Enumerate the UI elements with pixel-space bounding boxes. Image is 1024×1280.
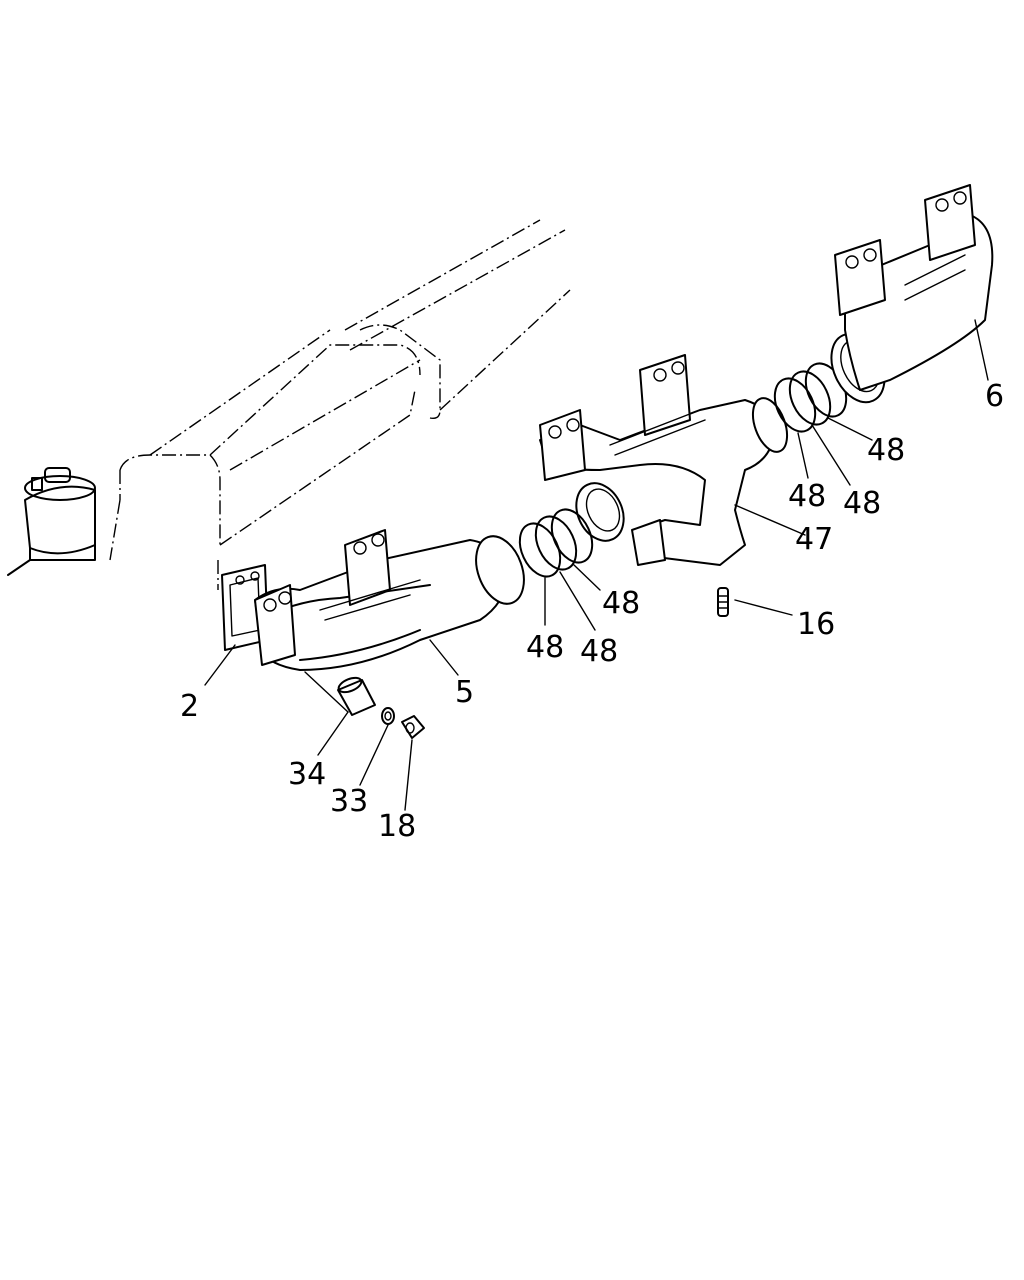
seal-rings-front — [518, 482, 625, 578]
front-exhaust-manifold — [254, 529, 525, 671]
manifold-gasket — [221, 564, 269, 651]
callout-2: 2 — [180, 689, 199, 724]
rear-exhaust-manifold — [834, 184, 994, 391]
callout-16: 16 — [797, 607, 835, 642]
callout-48-front-mid: 48 — [580, 634, 618, 669]
callout-5: 5 — [455, 675, 474, 710]
callout-47: 47 — [795, 522, 833, 557]
callout-6: 6 — [985, 379, 1004, 414]
callout-48-rear-left: 48 — [788, 479, 826, 514]
callout-48-front-left: 48 — [526, 630, 564, 665]
sensor-housing — [7, 467, 96, 576]
callout-48-rear-right: 48 — [867, 433, 905, 468]
cylinder-head-phantom-outline — [109, 219, 571, 590]
callout-33: 33 — [330, 784, 368, 819]
callout-18: 18 — [378, 809, 416, 844]
callout-labels: 2 5 6 16 18 33 34 47 48 48 48 48 48 48 — [180, 379, 1004, 844]
callout-48-rear-mid: 48 — [843, 486, 881, 521]
center-exhaust-manifold — [539, 354, 789, 566]
callout-48-front-right: 48 — [602, 586, 640, 621]
leader-lines — [204, 319, 989, 811]
callout-34: 34 — [288, 757, 326, 792]
hardware-parts — [337, 587, 729, 739]
